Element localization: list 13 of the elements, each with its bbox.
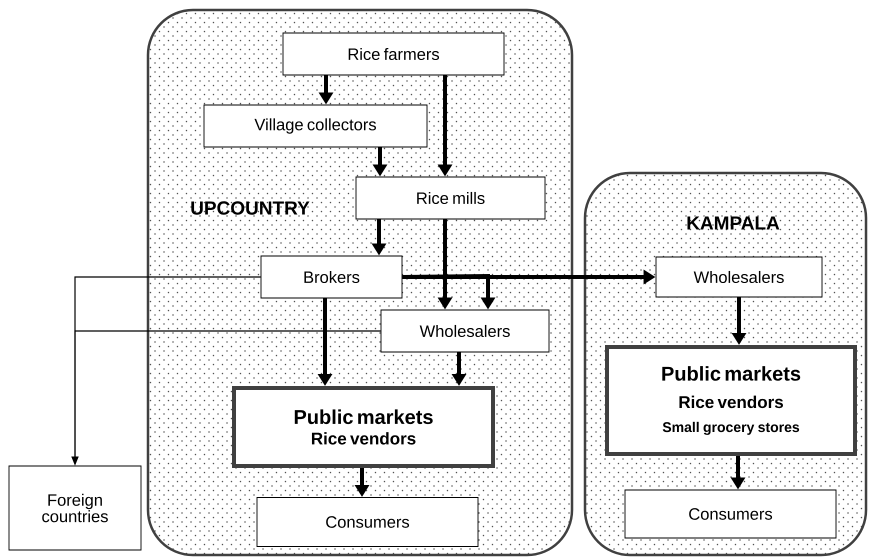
market-box: Public markets Rice vendors <box>232 386 495 468</box>
region-label: UPCOUNTRY <box>191 201 310 215</box>
process-box: Wholesalers <box>380 310 550 352</box>
process-box: Rice farmers <box>282 32 504 76</box>
process-box: Brokers <box>260 256 402 298</box>
region-label: KAMPALA <box>688 216 780 230</box>
process-box: Consumers <box>624 490 836 538</box>
process-box: Consumers <box>256 497 478 547</box>
market-box: Public markets Rice vendors Small grocery stores <box>605 345 857 456</box>
process-box: Village collectors <box>204 104 428 148</box>
process-box: Foreign countries <box>8 466 142 550</box>
process-box: Wholesalers <box>656 256 822 298</box>
process-box: Rice mills <box>356 176 546 220</box>
